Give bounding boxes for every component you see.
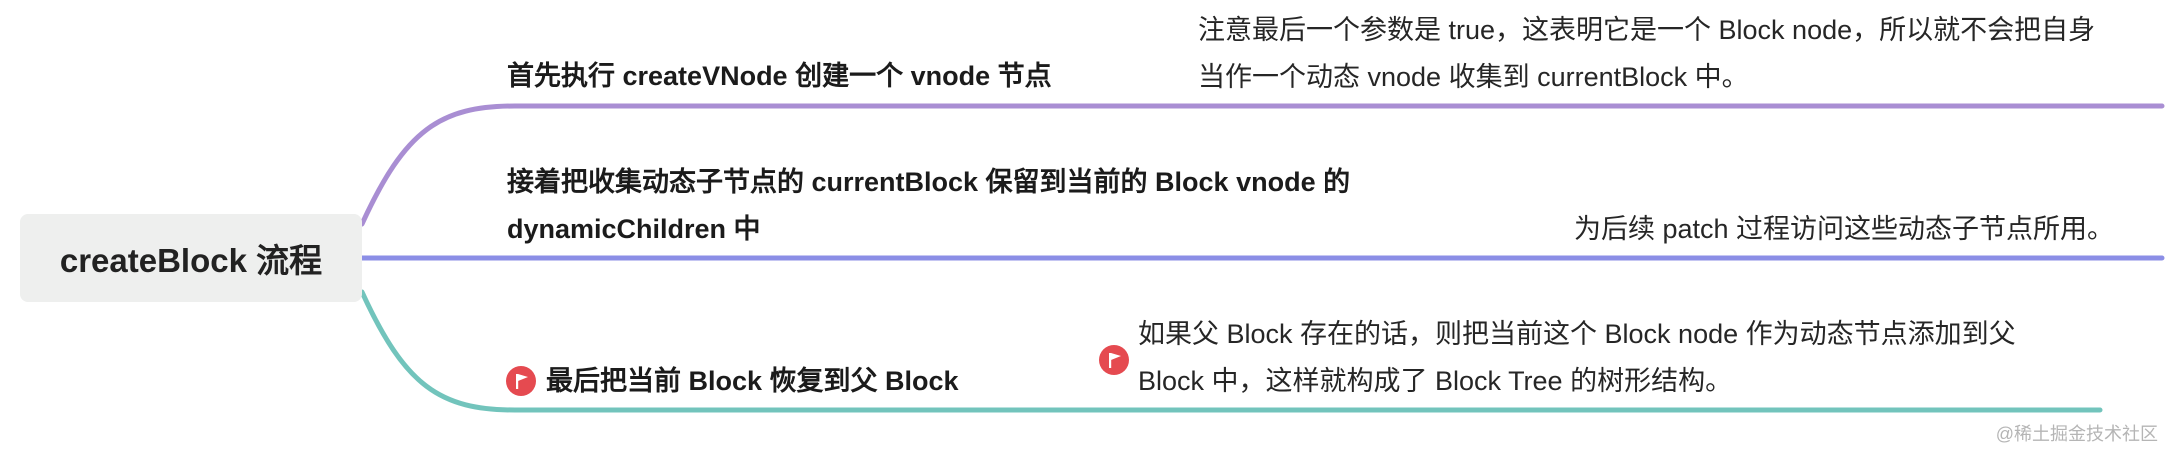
branch-2-note-line-1: 为后续 patch 过程访问这些动态子节点所用。	[1574, 214, 2115, 244]
branch-1-note: 注意最后一个参数是 true，这表明它是一个 Block node，所以就不会把…	[1198, 7, 2095, 101]
branch-1-label-line-1: 首先执行 createVNode 创建一个 vnode 节点	[507, 61, 1052, 91]
branch-3-label[interactable]: 最后把当前 Block 恢复到父 Block	[546, 358, 959, 405]
branch-2-label-line-1: 接着把收集动态子节点的 currentBlock 保留到当前的 Block vn…	[507, 167, 1351, 197]
branch-3-note-line-1: 如果父 Block 存在的话，则把当前这个 Block node 作为动态节点添…	[1138, 319, 2016, 349]
branch-2-label-line-2: dynamicChildren 中	[507, 214, 761, 244]
branch-1-note-line-1: 注意最后一个参数是 true，这表明它是一个 Block node，所以就不会把…	[1198, 15, 2096, 45]
flag-glyph	[516, 374, 528, 389]
flag-icon	[506, 366, 536, 396]
branch-2-note: 为后续 patch 过程访问这些动态子节点所用。	[1574, 206, 2114, 253]
watermark: @稀土掘金技术社区	[1995, 424, 2158, 444]
branch-3-note: 如果父 Block 存在的话，则把当前这个 Block node 作为动态节点添…	[1138, 311, 2016, 405]
branch-1-label[interactable]: 首先执行 createVNode 创建一个 vnode 节点	[507, 53, 1052, 100]
branch-1-connector	[359, 103, 2165, 227]
branch-2-label[interactable]: 接着把收集动态子节点的 currentBlock 保留到当前的 Block vn…	[507, 159, 1350, 253]
branch-3-connector	[359, 289, 2103, 413]
flag-glyph	[1109, 353, 1121, 368]
flag-icon	[1099, 345, 1129, 375]
branch-3-label-line-1: 最后把当前 Block 恢复到父 Block	[546, 366, 959, 396]
branch-3-note-line-2: Block 中，这样就构成了 Block Tree 的树形结构。	[1138, 366, 1733, 396]
root-node[interactable]: createBlock 流程	[20, 214, 362, 302]
branch-1-note-line-2: 当作一个动态 vnode 收集到 currentBlock 中。	[1198, 62, 1749, 92]
